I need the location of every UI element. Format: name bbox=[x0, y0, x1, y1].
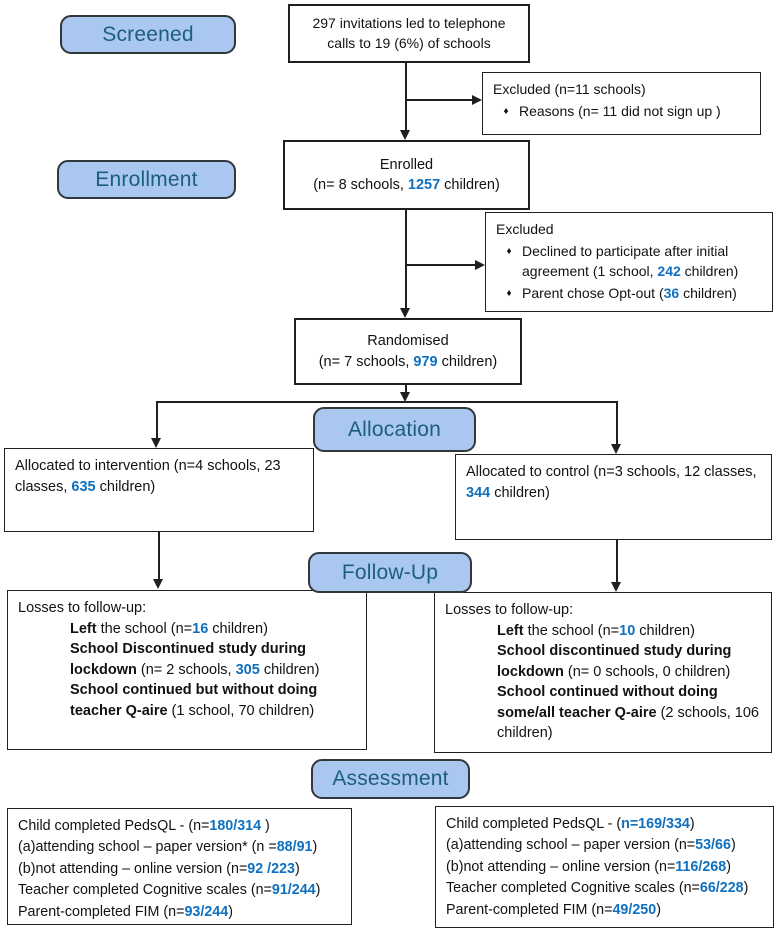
losses-right-line3: School continued without doing some/all … bbox=[497, 684, 759, 742]
assess-left-line1: Child completed PedsQL - (n=180/314 ) bbox=[18, 818, 270, 834]
connector-left-to-losses bbox=[158, 532, 160, 580]
connector-branch-excluded1 bbox=[405, 99, 473, 101]
stage-label: Follow-Up bbox=[341, 560, 439, 584]
losses-control-box: Losses to follow-up: Left the school (n=… bbox=[434, 592, 772, 753]
stage-pill-enrollment: Enrollment bbox=[57, 160, 236, 199]
stage-label: Enrollment bbox=[95, 167, 198, 191]
enrolled-counts: (n= 8 schools, 1257 children) bbox=[313, 177, 500, 193]
losses-left-line3: School continued but without doing teach… bbox=[70, 682, 318, 719]
connector-allocation-split bbox=[156, 401, 618, 403]
connector-right-to-losses bbox=[616, 540, 618, 583]
excluded2-bullet-2: ♦ Parent chose Opt-out (36 children) bbox=[496, 284, 762, 304]
randomised-title: Randomised bbox=[367, 333, 449, 350]
connector-top-to-enrolled bbox=[405, 63, 407, 131]
excluded-schools-box: Excluded (n=11 schools) ♦ Reasons (n= 11… bbox=[482, 72, 761, 135]
connector-split-left bbox=[156, 401, 158, 439]
assess-right-line1: Child completed PedsQL - (n=169/334) bbox=[446, 816, 695, 832]
connector-randomised-stub bbox=[405, 385, 407, 393]
arrowhead-down-icon bbox=[400, 392, 410, 402]
losses-left-line1: Left the school (n=16 children) bbox=[70, 620, 268, 637]
assess-left-line4: Teacher completed Cognitive scales (n=91… bbox=[18, 882, 321, 899]
losses-left-title: Losses to follow-up: bbox=[18, 600, 147, 616]
excluded1-title: Excluded (n=11 schools) bbox=[493, 81, 646, 97]
stage-pill-followup: Follow-Up bbox=[308, 552, 472, 593]
stage-label: Assessment bbox=[332, 767, 449, 790]
allocated-intervention-text: Allocated to intervention (n=4 schools, … bbox=[15, 458, 281, 495]
connector-split-right bbox=[616, 401, 618, 445]
assess-right-line4: Teacher completed Cognitive scales (n=66… bbox=[446, 880, 749, 897]
diamond-bullet-icon: ♦ bbox=[506, 287, 512, 299]
invitations-box: 297 invitations led to telephone calls t… bbox=[288, 4, 530, 63]
enrolled-box: Enrolled (n= 8 schools, 1257 children) bbox=[283, 140, 530, 210]
losses-right-line1: Left the school (n=10 children) bbox=[497, 622, 695, 639]
assess-right-line3: (b)not attending – online version (n=116… bbox=[446, 858, 731, 875]
excluded2-reason-1: Declined to participate after initial ag… bbox=[522, 242, 739, 279]
excluded1-reason: Reasons (n= 11 did not sign up ) bbox=[519, 102, 721, 119]
arrowhead-down-icon bbox=[153, 579, 163, 589]
assessment-control-box: Child completed PedsQL - (n=169/334) (a)… bbox=[435, 806, 774, 928]
assess-left-line3: (b)not attending – online version (n=92 … bbox=[18, 860, 300, 877]
assess-left-line5: Parent-completed FIM (n=93/244) bbox=[18, 903, 233, 920]
diamond-bullet-icon: ♦ bbox=[503, 105, 509, 117]
stage-label: Screened bbox=[102, 22, 194, 46]
assess-right-line5: Parent-completed FIM (n=49/250) bbox=[446, 901, 661, 918]
assess-right-line2: (a)attending school – paper version (n=5… bbox=[446, 837, 736, 854]
losses-right-title: Losses to follow-up: bbox=[445, 602, 574, 618]
stage-pill-screened: Screened bbox=[60, 15, 236, 54]
randomised-box: Randomised (n= 7 schools, 979 children) bbox=[294, 318, 522, 385]
arrowhead-down-icon bbox=[611, 582, 621, 592]
losses-intervention-box: Losses to follow-up: Left the school (n=… bbox=[7, 590, 367, 750]
invitations-line1: 297 invitations led to telephone bbox=[312, 14, 506, 31]
arrowhead-down-icon bbox=[400, 308, 410, 318]
losses-left-line2: School Discontinued study during lockdow… bbox=[70, 641, 320, 678]
allocated-control-box: Allocated to control (n=3 schools, 12 cl… bbox=[455, 454, 772, 540]
losses-right-line2: School discontinued study during lockdow… bbox=[497, 643, 732, 680]
excluded2-bullet-1: ♦ Declined to participate after initial … bbox=[496, 242, 762, 282]
arrowhead-right-icon bbox=[472, 95, 482, 105]
excluded2-reason-2: Parent chose Opt-out (36 children) bbox=[522, 284, 737, 301]
excluded2-title: Excluded bbox=[496, 221, 554, 237]
assess-left-line2: (a)attending school – paper version* (n … bbox=[18, 839, 318, 856]
stage-label: Allocation bbox=[347, 417, 442, 441]
enrolled-title: Enrolled bbox=[379, 156, 434, 173]
excluded-after-enrollment-box: Excluded ♦ Declined to participate after… bbox=[485, 212, 773, 312]
arrowhead-right-icon bbox=[475, 260, 485, 270]
stage-pill-assessment: Assessment bbox=[311, 759, 470, 799]
arrowhead-down-icon bbox=[400, 130, 410, 140]
allocated-control-text: Allocated to control (n=3 schools, 12 cl… bbox=[466, 464, 757, 501]
arrowhead-down-icon bbox=[611, 444, 621, 454]
arrowhead-down-icon bbox=[151, 438, 161, 448]
allocated-intervention-box: Allocated to intervention (n=4 schools, … bbox=[4, 448, 314, 532]
randomised-counts: (n= 7 schools, 979 children) bbox=[318, 353, 498, 370]
stage-pill-allocation: Allocation bbox=[313, 407, 476, 452]
connector-enrolled-to-randomised bbox=[405, 210, 407, 309]
diamond-bullet-icon: ♦ bbox=[506, 245, 512, 257]
invitations-line2: calls to 19 (6%) of schools bbox=[327, 34, 491, 51]
excluded1-bullet: ♦ Reasons (n= 11 did not sign up ) bbox=[493, 102, 750, 122]
connector-branch-excluded2 bbox=[405, 264, 476, 266]
assessment-intervention-box: Child completed PedsQL - (n=180/314 ) (a… bbox=[7, 808, 352, 925]
